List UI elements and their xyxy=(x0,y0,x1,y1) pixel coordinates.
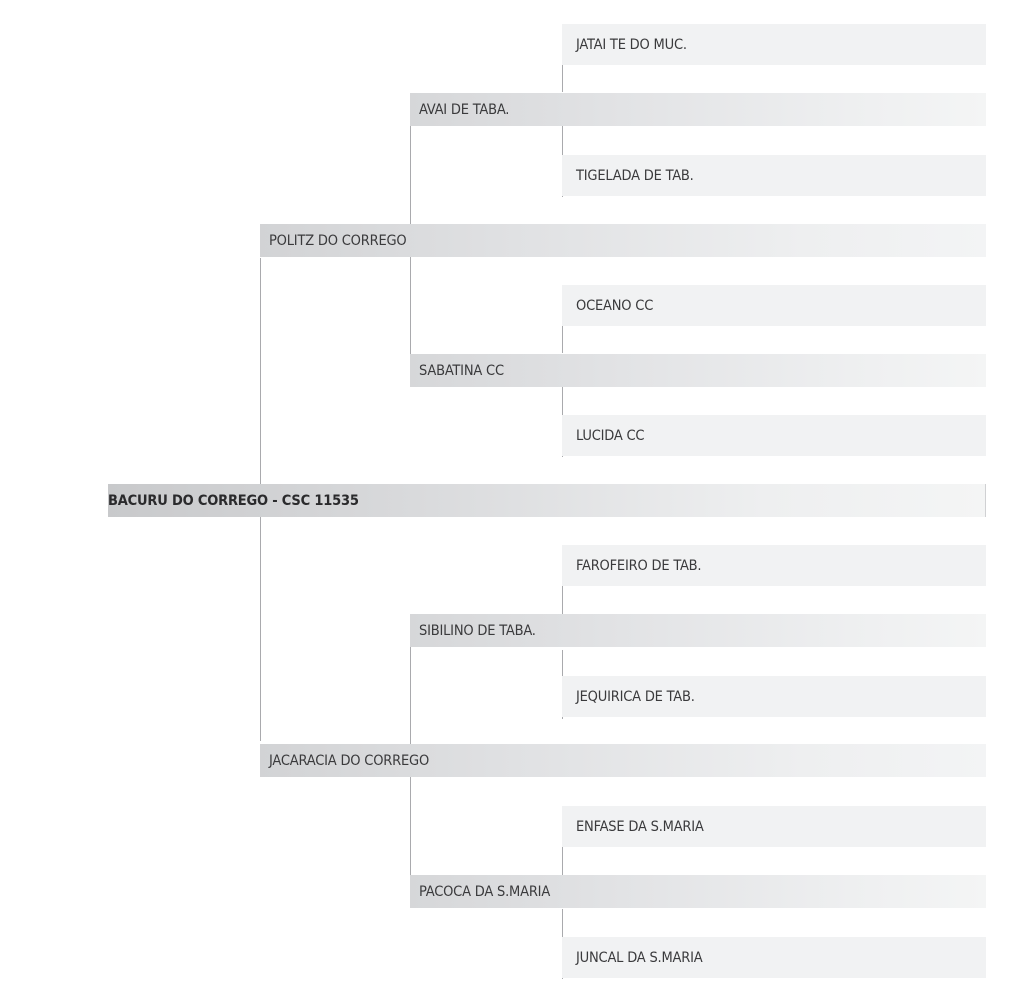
great-grandparent-sds: OCEANO CC xyxy=(562,285,986,326)
grandparent-maternal-sire: SIBILINO DE TABA. xyxy=(410,614,986,647)
great-grandparent-dss: FAROFEIRO DE TAB. xyxy=(562,545,986,586)
animal-name: JUNCAL DA S.MARIA xyxy=(576,949,703,966)
parent-sire: POLITZ DO CORREGO xyxy=(260,224,986,257)
animal-name: ENFASE DA S.MARIA xyxy=(576,818,704,835)
great-grandparent-sdd: LUCIDA CC xyxy=(562,415,986,456)
great-grandparent-dsd: JEQUIRICA DE TAB. xyxy=(562,676,986,717)
animal-name: POLITZ DO CORREGO xyxy=(269,232,407,249)
animal-name: SABATINA CC xyxy=(419,362,504,379)
animal-name: BACURU DO CORREGO - CSC 11535 xyxy=(108,492,359,509)
subject-animal: BACURU DO CORREGO - CSC 11535 xyxy=(108,484,986,517)
great-grandparent-ddd: JUNCAL DA S.MARIA xyxy=(562,937,986,978)
great-grandparent-dds: ENFASE DA S.MARIA xyxy=(562,806,986,847)
great-grandparent-sss: JATAI TE DO MUC. xyxy=(562,24,986,65)
animal-name: JEQUIRICA DE TAB. xyxy=(576,688,695,705)
animal-name: LUCIDA CC xyxy=(576,427,645,444)
animal-name: OCEANO CC xyxy=(576,297,654,314)
animal-name: JATAI TE DO MUC. xyxy=(576,36,687,53)
animal-name: TIGELADA DE TAB. xyxy=(576,167,694,184)
animal-name: PACOCA DA S.MARIA xyxy=(419,883,551,900)
grandparent-paternal-dam: SABATINA CC xyxy=(410,354,986,387)
grandparent-paternal-sire: AVAI DE TABA. xyxy=(410,93,986,126)
grandparent-maternal-dam: PACOCA DA S.MARIA xyxy=(410,875,986,908)
great-grandparent-ssd: TIGELADA DE TAB. xyxy=(562,155,986,196)
animal-name: FAROFEIRO DE TAB. xyxy=(576,557,702,574)
animal-name: AVAI DE TABA. xyxy=(419,101,510,118)
animal-name: JACARACIA DO CORREGO xyxy=(269,752,430,769)
parent-dam: JACARACIA DO CORREGO xyxy=(260,744,986,777)
animal-name: SIBILINO DE TABA. xyxy=(419,622,536,639)
